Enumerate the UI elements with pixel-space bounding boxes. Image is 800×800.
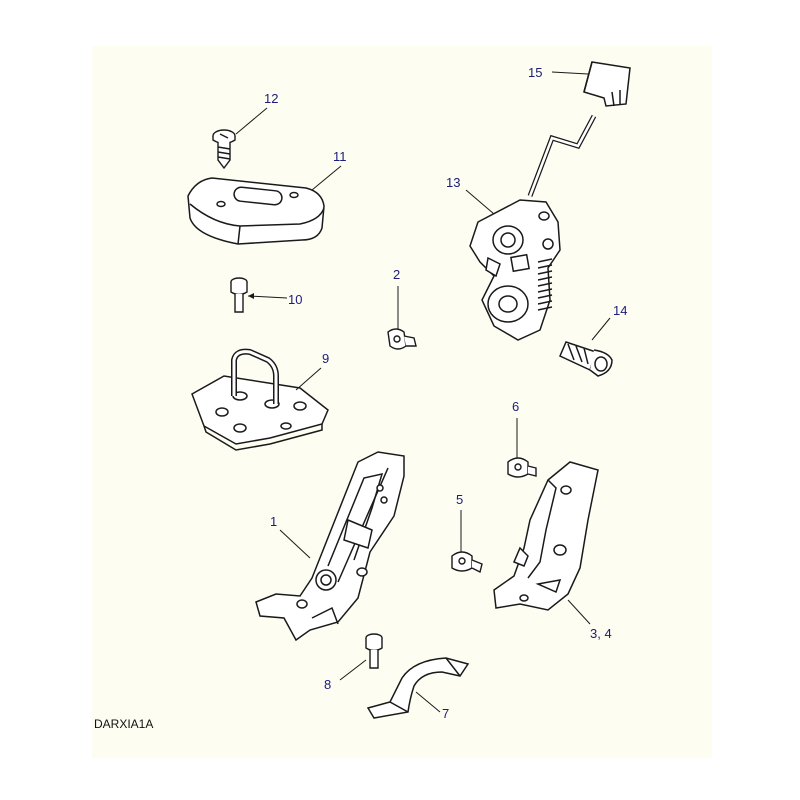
leader-15 (551, 71, 589, 75)
callout-14: 14 (613, 303, 627, 318)
part-1-hinge (255, 451, 405, 642)
leader-13 (465, 189, 495, 215)
callout-9: 9 (322, 351, 329, 366)
part-6-nut (507, 457, 537, 478)
part-9-striker (191, 348, 329, 451)
callout-10: 10 (288, 292, 302, 307)
part-14-bolt (559, 341, 613, 377)
leader-8 (339, 659, 367, 681)
leader-12 (235, 107, 268, 135)
diagram-code: DARXIA1A (94, 717, 153, 731)
part-10-bolt (230, 277, 248, 313)
callout-11: 11 (333, 149, 347, 164)
leader-14 (591, 317, 611, 341)
leader-9 (295, 367, 322, 391)
callout-3-4: 3, 4 (590, 626, 612, 641)
part-13-lock (469, 114, 597, 341)
part-15-cap (583, 61, 631, 107)
leader-7 (415, 691, 441, 713)
part-7-strap (366, 657, 470, 719)
part-12-screw (212, 129, 236, 170)
callout-7: 7 (442, 706, 449, 721)
leader-1 (279, 529, 311, 559)
callout-2: 2 (393, 267, 400, 282)
callout-15: 15 (528, 65, 542, 80)
callout-8: 8 (324, 677, 331, 692)
callout-1: 1 (270, 514, 277, 529)
diagram-panel (92, 46, 712, 758)
part-11-pad (187, 177, 325, 245)
leader-10 (247, 295, 288, 299)
part-8-bolt (365, 633, 383, 669)
leader-3-4 (567, 599, 591, 625)
part-2-clip (387, 328, 417, 350)
leader-11 (311, 165, 342, 191)
callout-13: 13 (446, 175, 460, 190)
part-3-4-bracket (493, 461, 599, 611)
callout-6: 6 (512, 399, 519, 414)
callout-12: 12 (264, 91, 278, 106)
callout-5: 5 (456, 492, 463, 507)
part-5-nut (451, 551, 483, 574)
